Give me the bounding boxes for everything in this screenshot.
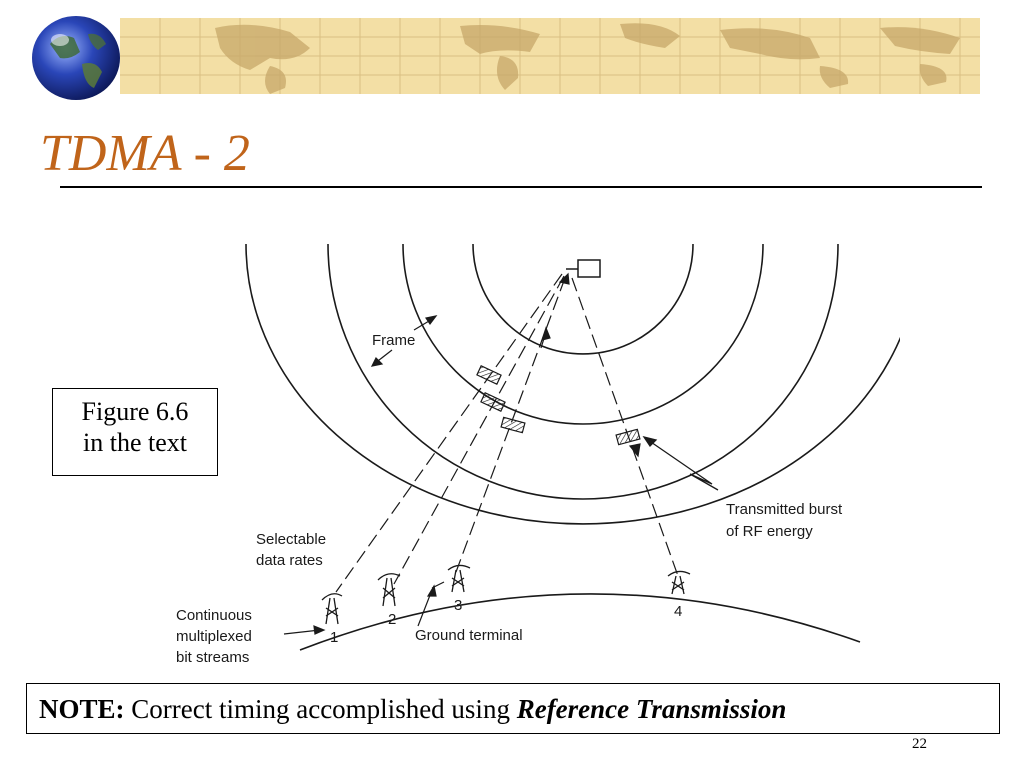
header-banner [120,18,980,94]
burst-4 [615,428,641,446]
streams-pointer [283,625,326,635]
orbit-arc-2 [402,243,764,425]
burst-3 [500,416,526,434]
dish-antenna-icon [377,573,401,607]
streams-label-line3: bit streams [176,649,249,666]
orbit-arcs [245,243,900,525]
satellite-icon [566,259,601,278]
terminal-number-1: 1 [330,629,338,646]
note-emphasis: Reference Transmission [516,694,787,724]
terminal-number-2: 2 [388,611,396,628]
burst-pointer [642,435,719,491]
orbit-arc-4 [245,243,900,525]
note-label: NOTE: [39,694,125,724]
world-map-icon [215,23,960,94]
rf-bursts [476,365,641,446]
dish-antenna-icon [667,570,691,595]
tdma-diagram: Frame Transmitted burst of RF energy Sel… [176,243,900,666]
terminal-3 [447,564,471,593]
rates-label-line1: Selectable [256,531,326,548]
terminal-number-3: 3 [454,597,462,614]
ground-pointer [417,581,445,627]
earth-surface [299,593,861,651]
orbit-arc-1 [472,243,694,355]
burst-1 [476,365,502,385]
ground-terminal-label: Ground terminal [415,627,523,644]
burst-2 [480,392,506,412]
streams-label-line1: Continuous [176,607,252,624]
frame-pointers [370,315,438,367]
frame-label: Frame [372,332,415,349]
orbit-arc-3 [327,243,839,500]
note-text: Correct timing accomplished using [124,694,517,724]
terminal-4 [667,570,691,595]
burst-label-line1: Transmitted burst [726,501,843,518]
dish-antenna-icon [447,564,471,593]
figure-ref-line2: in the text [83,428,187,458]
globe-icon [32,16,120,100]
terminal-2 [377,573,401,607]
terminal-number-4: 4 [674,603,682,620]
figure-ref-line1: Figure 6.6 [81,397,189,426]
burst-label-line2: of RF energy [726,523,813,540]
page-number: 22 [912,736,927,752]
slide-title: TDMA - 2 [40,125,250,182]
figure-reference-box: Figure 6.6 in the text [52,388,218,476]
rates-label-line2: data rates [256,552,323,569]
note-box: NOTE: Correct timing accomplished using … [26,683,1000,734]
title-divider [60,186,982,188]
dish-antenna-icon [321,593,343,625]
beam-arrows [540,272,641,458]
terminal-1 [321,593,343,625]
streams-label-line2: multiplexed [176,628,252,645]
beam-lines [335,273,679,593]
